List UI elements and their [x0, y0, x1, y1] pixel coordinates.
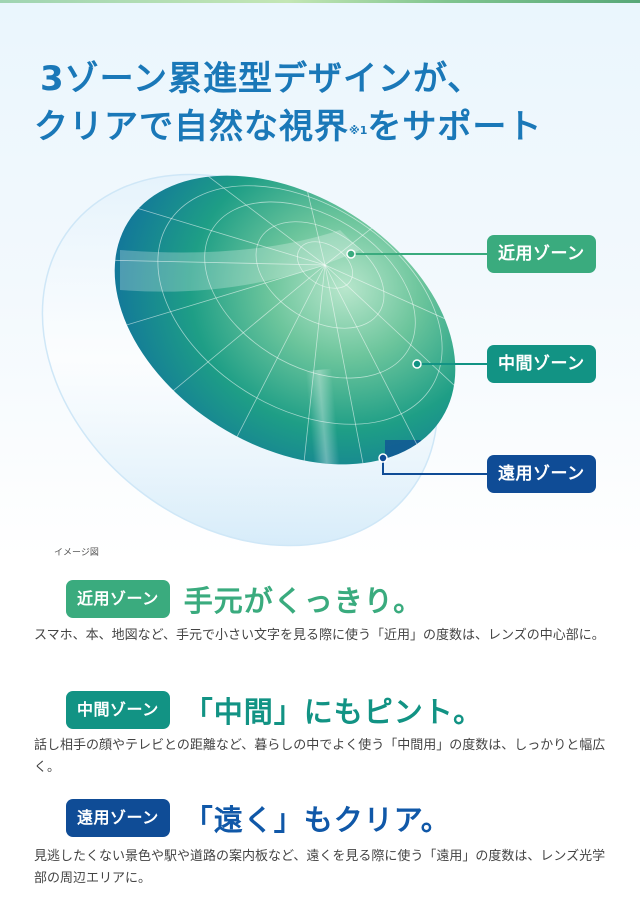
page-headline: 3ゾーン累進型デザインが、 クリアで自然な視界※1をサポート	[34, 55, 624, 151]
headline-line-2: クリアで自然な視界※1をサポート	[34, 103, 624, 151]
zone-tag: 中間ゾーン	[66, 691, 170, 729]
far-zone-label: 遠用ゾーン	[487, 455, 596, 493]
headline-line-2-main: クリアで自然な視界	[34, 107, 349, 147]
lens-diagram	[0, 150, 640, 560]
top-accent-bar	[0, 0, 640, 3]
zone-tag: 近用ゾーン	[66, 580, 170, 618]
feature-description: スマホ、本、地図など、手元で小さい文字を見る際に使う「近用」の度数は、レンズの中…	[34, 628, 605, 643]
zone-connectors	[346, 249, 490, 475]
footnote-marker: ※1	[349, 124, 368, 137]
feature-title: 手元がくっきり。	[183, 584, 424, 618]
headline-line-1: 3ゾーン累進型デザインが、	[40, 59, 483, 99]
feature-header: 中間ゾーン 「中間」にもピント。	[66, 689, 483, 731]
intermediate-zone-label: 中間ゾーン	[487, 345, 596, 383]
feature-title: 「遠く」もクリア。	[183, 803, 451, 837]
headline-line-2-tail: をサポート	[367, 107, 543, 147]
zone-tag: 遠用ゾーン	[66, 799, 170, 837]
feature-header: 近用ゾーン 手元がくっきり。	[66, 578, 423, 620]
feature-description: 話し相手の顔やテレビとの距離など、暮らしの中でよく使う「中間用」の度数は、しっか…	[34, 738, 606, 775]
image-caption: イメージ図	[54, 548, 99, 558]
contact-lens-illustration	[41, 150, 509, 547]
feature-header: 遠用ゾーン 「遠く」もクリア。	[66, 797, 451, 839]
feature-title: 「中間」にもピント。	[183, 695, 484, 729]
feature-description: 見逃したくない景色や駅や道路の案内板など、遠くを見る際に使う「遠用」の度数は、レ…	[34, 849, 606, 886]
near-zone-label: 近用ゾーン	[487, 235, 596, 273]
